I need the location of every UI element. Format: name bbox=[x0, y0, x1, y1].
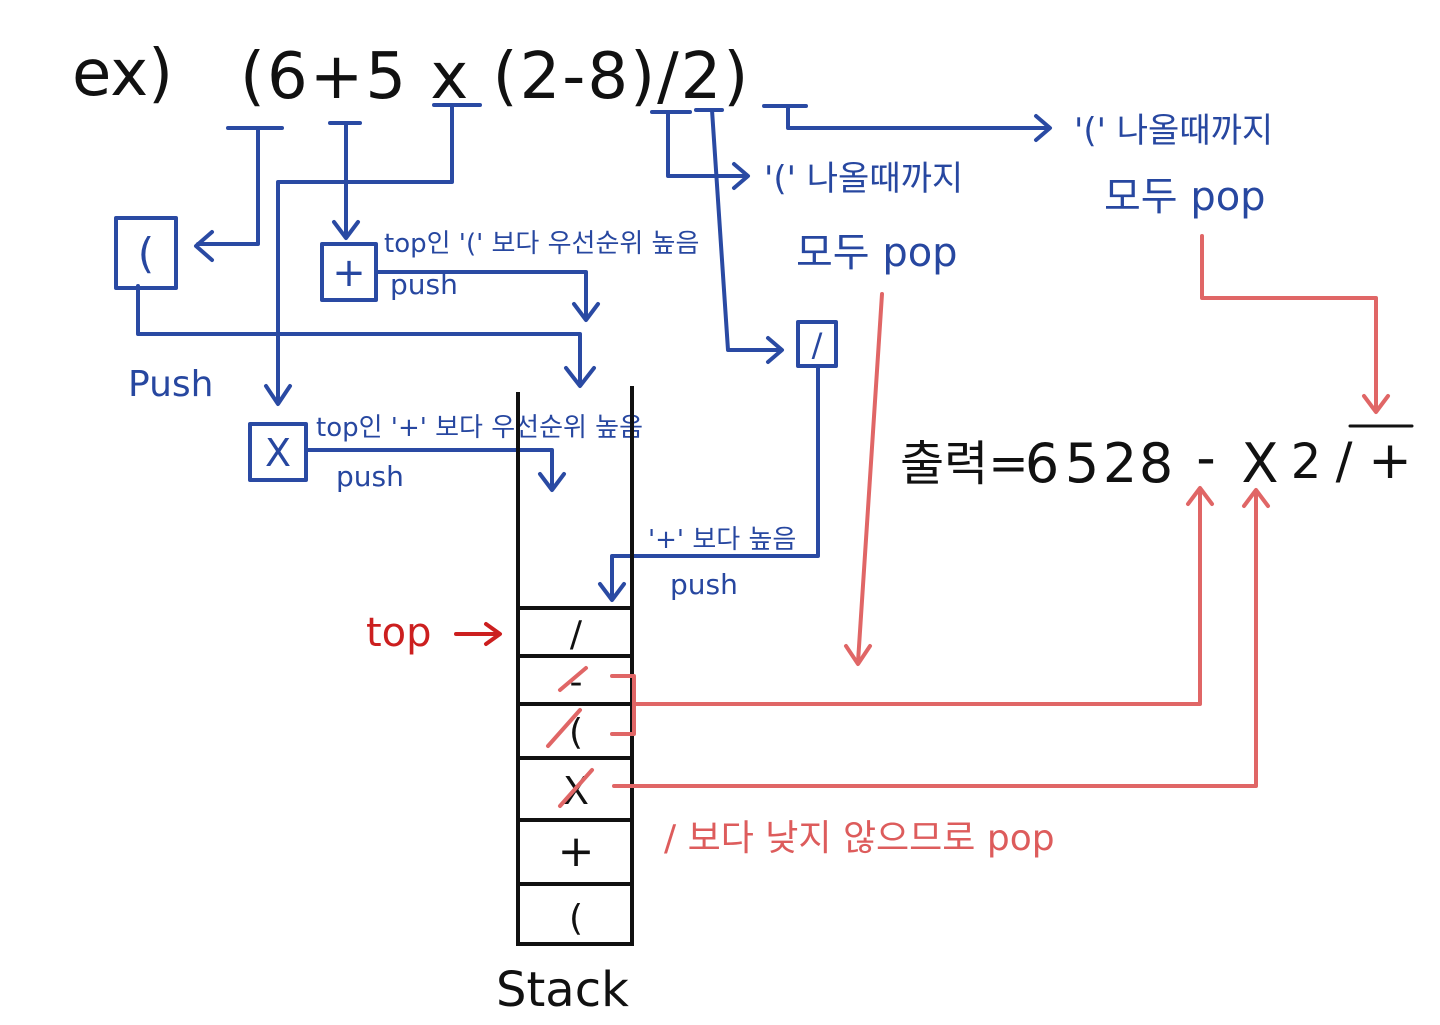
output-label: 출력= bbox=[900, 436, 1029, 492]
arrow-divide-push bbox=[610, 366, 820, 600]
expression-prefix: ex) bbox=[72, 37, 173, 111]
divide-box: / bbox=[796, 320, 838, 368]
times-box-frame bbox=[248, 422, 308, 482]
arrowhead-close-paren-2 bbox=[1034, 114, 1052, 142]
arrow-close-paren-1 bbox=[666, 110, 746, 178]
stack-cell: / bbox=[570, 614, 583, 655]
strike-minus bbox=[558, 666, 588, 692]
arrowhead-times bbox=[264, 384, 292, 406]
stack-cell: ( bbox=[569, 898, 583, 939]
divide-push-label: push bbox=[670, 568, 738, 601]
stack-cell: + bbox=[558, 826, 595, 877]
arrowhead-open-paren bbox=[194, 230, 214, 262]
pop-times-arrowhead bbox=[1242, 488, 1270, 508]
pop-minus-to-output bbox=[632, 488, 1202, 706]
open-paren-box-frame bbox=[114, 216, 178, 290]
output-token: X bbox=[1242, 432, 1279, 495]
pop-arrow-2 bbox=[1200, 234, 1378, 412]
plus-box-symbol: + bbox=[332, 250, 366, 296]
open-paren-box: ( bbox=[114, 216, 178, 290]
output-token: + bbox=[1368, 431, 1412, 491]
divide-box-symbol: / bbox=[812, 326, 823, 364]
times-box: X bbox=[248, 422, 308, 482]
arrowhead-open-paren-push bbox=[564, 366, 596, 388]
arrow-open-paren-push bbox=[136, 284, 582, 386]
stack-label: Stack bbox=[496, 962, 629, 1018]
stack: / - ( X + ( Stack bbox=[496, 386, 636, 1018]
arrowhead-plus-push bbox=[572, 302, 600, 322]
times-push-label: push bbox=[336, 460, 404, 493]
pop-times-to-output bbox=[612, 490, 1258, 788]
open-paren-box-symbol: ( bbox=[138, 229, 154, 278]
plus-priority-note: top인 '(' 보다 우선순위 높음 bbox=[384, 229, 699, 259]
arrow-to-open-paren-box bbox=[196, 126, 260, 246]
output-token: 2 bbox=[1103, 432, 1137, 495]
red-flow-lines bbox=[612, 234, 1414, 788]
blue-flow-lines bbox=[136, 103, 1052, 602]
divide-box-frame bbox=[796, 320, 838, 368]
strike-open-paren bbox=[546, 708, 582, 748]
arrow-plus-push bbox=[374, 270, 588, 320]
arrow-to-divide-box bbox=[710, 108, 782, 352]
top-pointer-arrowhead bbox=[484, 622, 502, 646]
output-token: - bbox=[1196, 426, 1216, 489]
close-paren-2-note-line2: 모두 pop bbox=[1104, 174, 1266, 220]
times-priority-note: top인 '+' 보다 우선순위 높음 bbox=[316, 413, 643, 443]
arrowhead-divide-push bbox=[598, 582, 626, 602]
token-markers bbox=[226, 103, 808, 130]
pop-reason-note: / 보다 낮지 않으므로 pop bbox=[664, 818, 1055, 859]
plus-push-label: push bbox=[390, 268, 458, 301]
output-token: 5 bbox=[1065, 432, 1099, 495]
arrow-close-paren-2 bbox=[786, 104, 1050, 130]
arrow-times-push bbox=[304, 448, 554, 490]
plus-box: + bbox=[320, 242, 378, 302]
expression-text: (6+5 x (2-8)/2) bbox=[240, 40, 750, 114]
arrowhead-divide bbox=[766, 336, 784, 364]
pop-minus-arrowhead bbox=[1186, 486, 1214, 506]
divide-priority-note: '+' 보다 높음 bbox=[648, 525, 796, 555]
times-box-symbol: X bbox=[265, 431, 291, 475]
open-paren-push-label: Push bbox=[128, 364, 213, 405]
top-pointer-label: top bbox=[366, 610, 432, 656]
stack-cell: ( bbox=[569, 712, 583, 753]
pop-arrow-1 bbox=[856, 292, 884, 664]
close-paren-1-note-line1: '(' 나올때까지 bbox=[764, 159, 963, 199]
plus-box-frame bbox=[320, 242, 378, 302]
pop-arrowhead-2 bbox=[1362, 394, 1390, 414]
output-token: 8 bbox=[1139, 432, 1173, 495]
output: 출력= 6 5 2 8 - X 2 / + bbox=[900, 426, 1412, 495]
pop-arrowhead-1 bbox=[844, 644, 872, 666]
close-paren-1-note-line2: 모두 pop bbox=[796, 230, 958, 276]
arrow-to-times-box bbox=[276, 103, 454, 404]
strike-times bbox=[558, 768, 594, 808]
close-paren-2-note-line1: '(' 나올때까지 bbox=[1074, 111, 1273, 151]
arrowhead-plus bbox=[332, 220, 360, 240]
output-token: / bbox=[1336, 432, 1353, 490]
output-token: 6 bbox=[1025, 432, 1059, 495]
stack-walls bbox=[516, 386, 634, 946]
output-token: 2 bbox=[1291, 434, 1322, 490]
arrowhead-times-push bbox=[538, 472, 566, 492]
arrowhead-close-paren-1 bbox=[732, 162, 750, 190]
